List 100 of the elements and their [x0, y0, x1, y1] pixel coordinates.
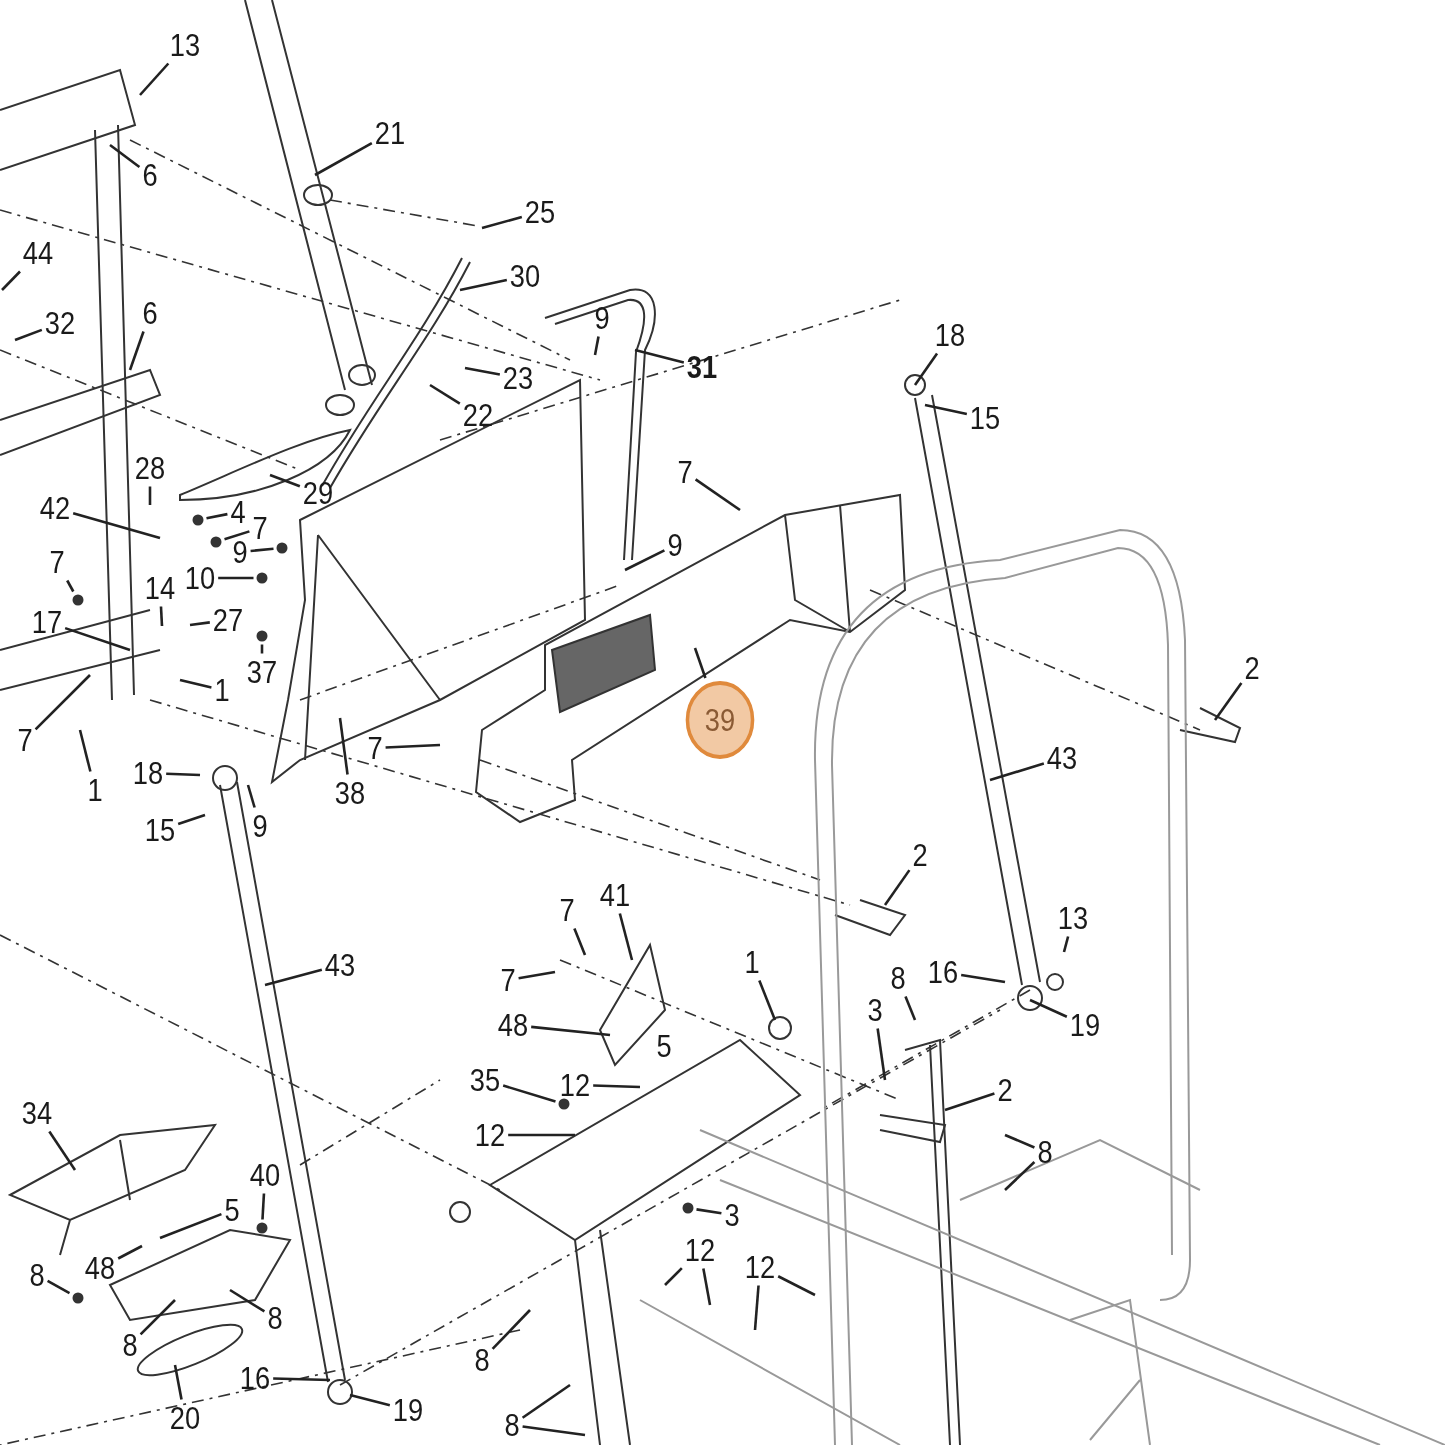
callout-number: 7	[367, 732, 383, 764]
callout-number: 31	[686, 351, 718, 383]
callout-number: 19	[1069, 1009, 1101, 1041]
leader-line	[139, 1299, 176, 1336]
leader-line	[349, 1393, 391, 1407]
callout-number: 9	[232, 536, 248, 568]
callout-number: 15	[969, 402, 1001, 434]
callout-number: 7	[500, 964, 516, 996]
callout-number: 40	[249, 1159, 281, 1191]
callout-number: 8	[29, 1259, 45, 1291]
leader-line	[508, 1133, 575, 1137]
callout-number: 9	[252, 810, 268, 842]
leader-line	[224, 530, 250, 541]
callout-number: 48	[497, 1009, 529, 1041]
leader-line	[593, 1084, 641, 1089]
callout-number: 13	[169, 29, 201, 61]
leader-line	[1062, 936, 1070, 953]
callout-number: 8	[504, 1409, 520, 1441]
callout-number: 18	[132, 757, 164, 789]
callout-number: 3	[867, 994, 883, 1026]
callout-number: 3	[724, 1199, 740, 1231]
leader-line	[753, 1285, 760, 1331]
bolt-head	[558, 1098, 570, 1110]
leader-line	[634, 348, 685, 364]
leader-line	[48, 1130, 77, 1171]
leader-line	[260, 644, 264, 654]
leader-line	[72, 511, 161, 540]
callout-number: 20	[169, 1402, 201, 1434]
leader-line	[518, 970, 556, 980]
leader-line	[269, 473, 301, 488]
highlighted-callout-number: 39	[685, 681, 755, 759]
leader-line	[128, 331, 145, 371]
leader-line	[385, 743, 441, 749]
callout-number: 16	[927, 956, 959, 988]
leader-line	[179, 678, 212, 689]
callout-number: 7	[677, 456, 693, 488]
bolt-head	[256, 572, 268, 584]
leader-line	[694, 478, 741, 512]
callout-number: 7	[17, 724, 33, 756]
callout-number: 38	[334, 777, 366, 809]
leader-line	[117, 1244, 143, 1260]
leader-line	[777, 1275, 816, 1297]
callout-number: 16	[239, 1362, 271, 1394]
bolt-head	[72, 594, 84, 606]
callout-number: 1	[744, 946, 760, 978]
leader-line	[481, 215, 523, 230]
callout-number: 29	[302, 477, 334, 509]
callout-number: 2	[1244, 652, 1260, 684]
leader-line	[904, 996, 917, 1021]
leader-line	[34, 674, 91, 731]
leader-line	[66, 579, 75, 593]
leader-line	[264, 968, 323, 987]
leader-line	[593, 336, 600, 356]
callout-number: 15	[144, 814, 176, 846]
leader-line	[960, 973, 1006, 984]
leader-line	[491, 1309, 531, 1350]
bolt-head	[256, 1222, 268, 1234]
leader-line	[78, 729, 92, 772]
callout-number: 12	[559, 1069, 591, 1101]
callout-number: 8	[890, 962, 906, 994]
leader-line	[46, 1279, 71, 1295]
leader-line	[246, 784, 256, 808]
leader-line	[522, 1425, 586, 1437]
callout-number: 1	[87, 774, 103, 806]
leader-line	[229, 1288, 266, 1313]
leader-line	[464, 366, 501, 376]
leader-line	[531, 1025, 611, 1037]
callout-number: 32	[44, 307, 76, 339]
leader-line	[148, 486, 152, 505]
leader-line	[1, 270, 21, 291]
leader-line	[521, 1383, 571, 1419]
leader-line	[944, 1092, 995, 1112]
callout-number: 21	[374, 117, 406, 149]
callout-number: 17	[31, 606, 63, 638]
callout-number: 30	[509, 260, 541, 292]
leader-line	[624, 549, 665, 572]
callout-number: 12	[684, 1234, 716, 1266]
bolt-head	[192, 514, 204, 526]
callout-number: 6	[142, 159, 158, 191]
leader-line	[883, 869, 911, 906]
leader-line	[1213, 682, 1243, 721]
leader-line	[618, 913, 634, 961]
leader-line	[693, 647, 707, 679]
leader-line	[338, 717, 349, 775]
leader-line	[261, 1193, 266, 1220]
leader-line	[166, 772, 201, 777]
leader-line	[429, 383, 461, 405]
callout-number: 9	[594, 302, 610, 334]
bolt-head	[256, 630, 268, 642]
leader-line	[459, 278, 508, 292]
callout-number: 2	[912, 839, 928, 871]
callout-number: 18	[934, 319, 966, 351]
callout-number: 5	[224, 1194, 240, 1226]
callout-number: 37	[246, 656, 278, 688]
callout-number: 9	[667, 529, 683, 561]
callout-number: 19	[392, 1394, 424, 1426]
bolt-head	[210, 536, 222, 548]
leader-line	[109, 143, 141, 169]
callout-number: 13	[1057, 902, 1089, 934]
leader-line	[139, 62, 170, 96]
